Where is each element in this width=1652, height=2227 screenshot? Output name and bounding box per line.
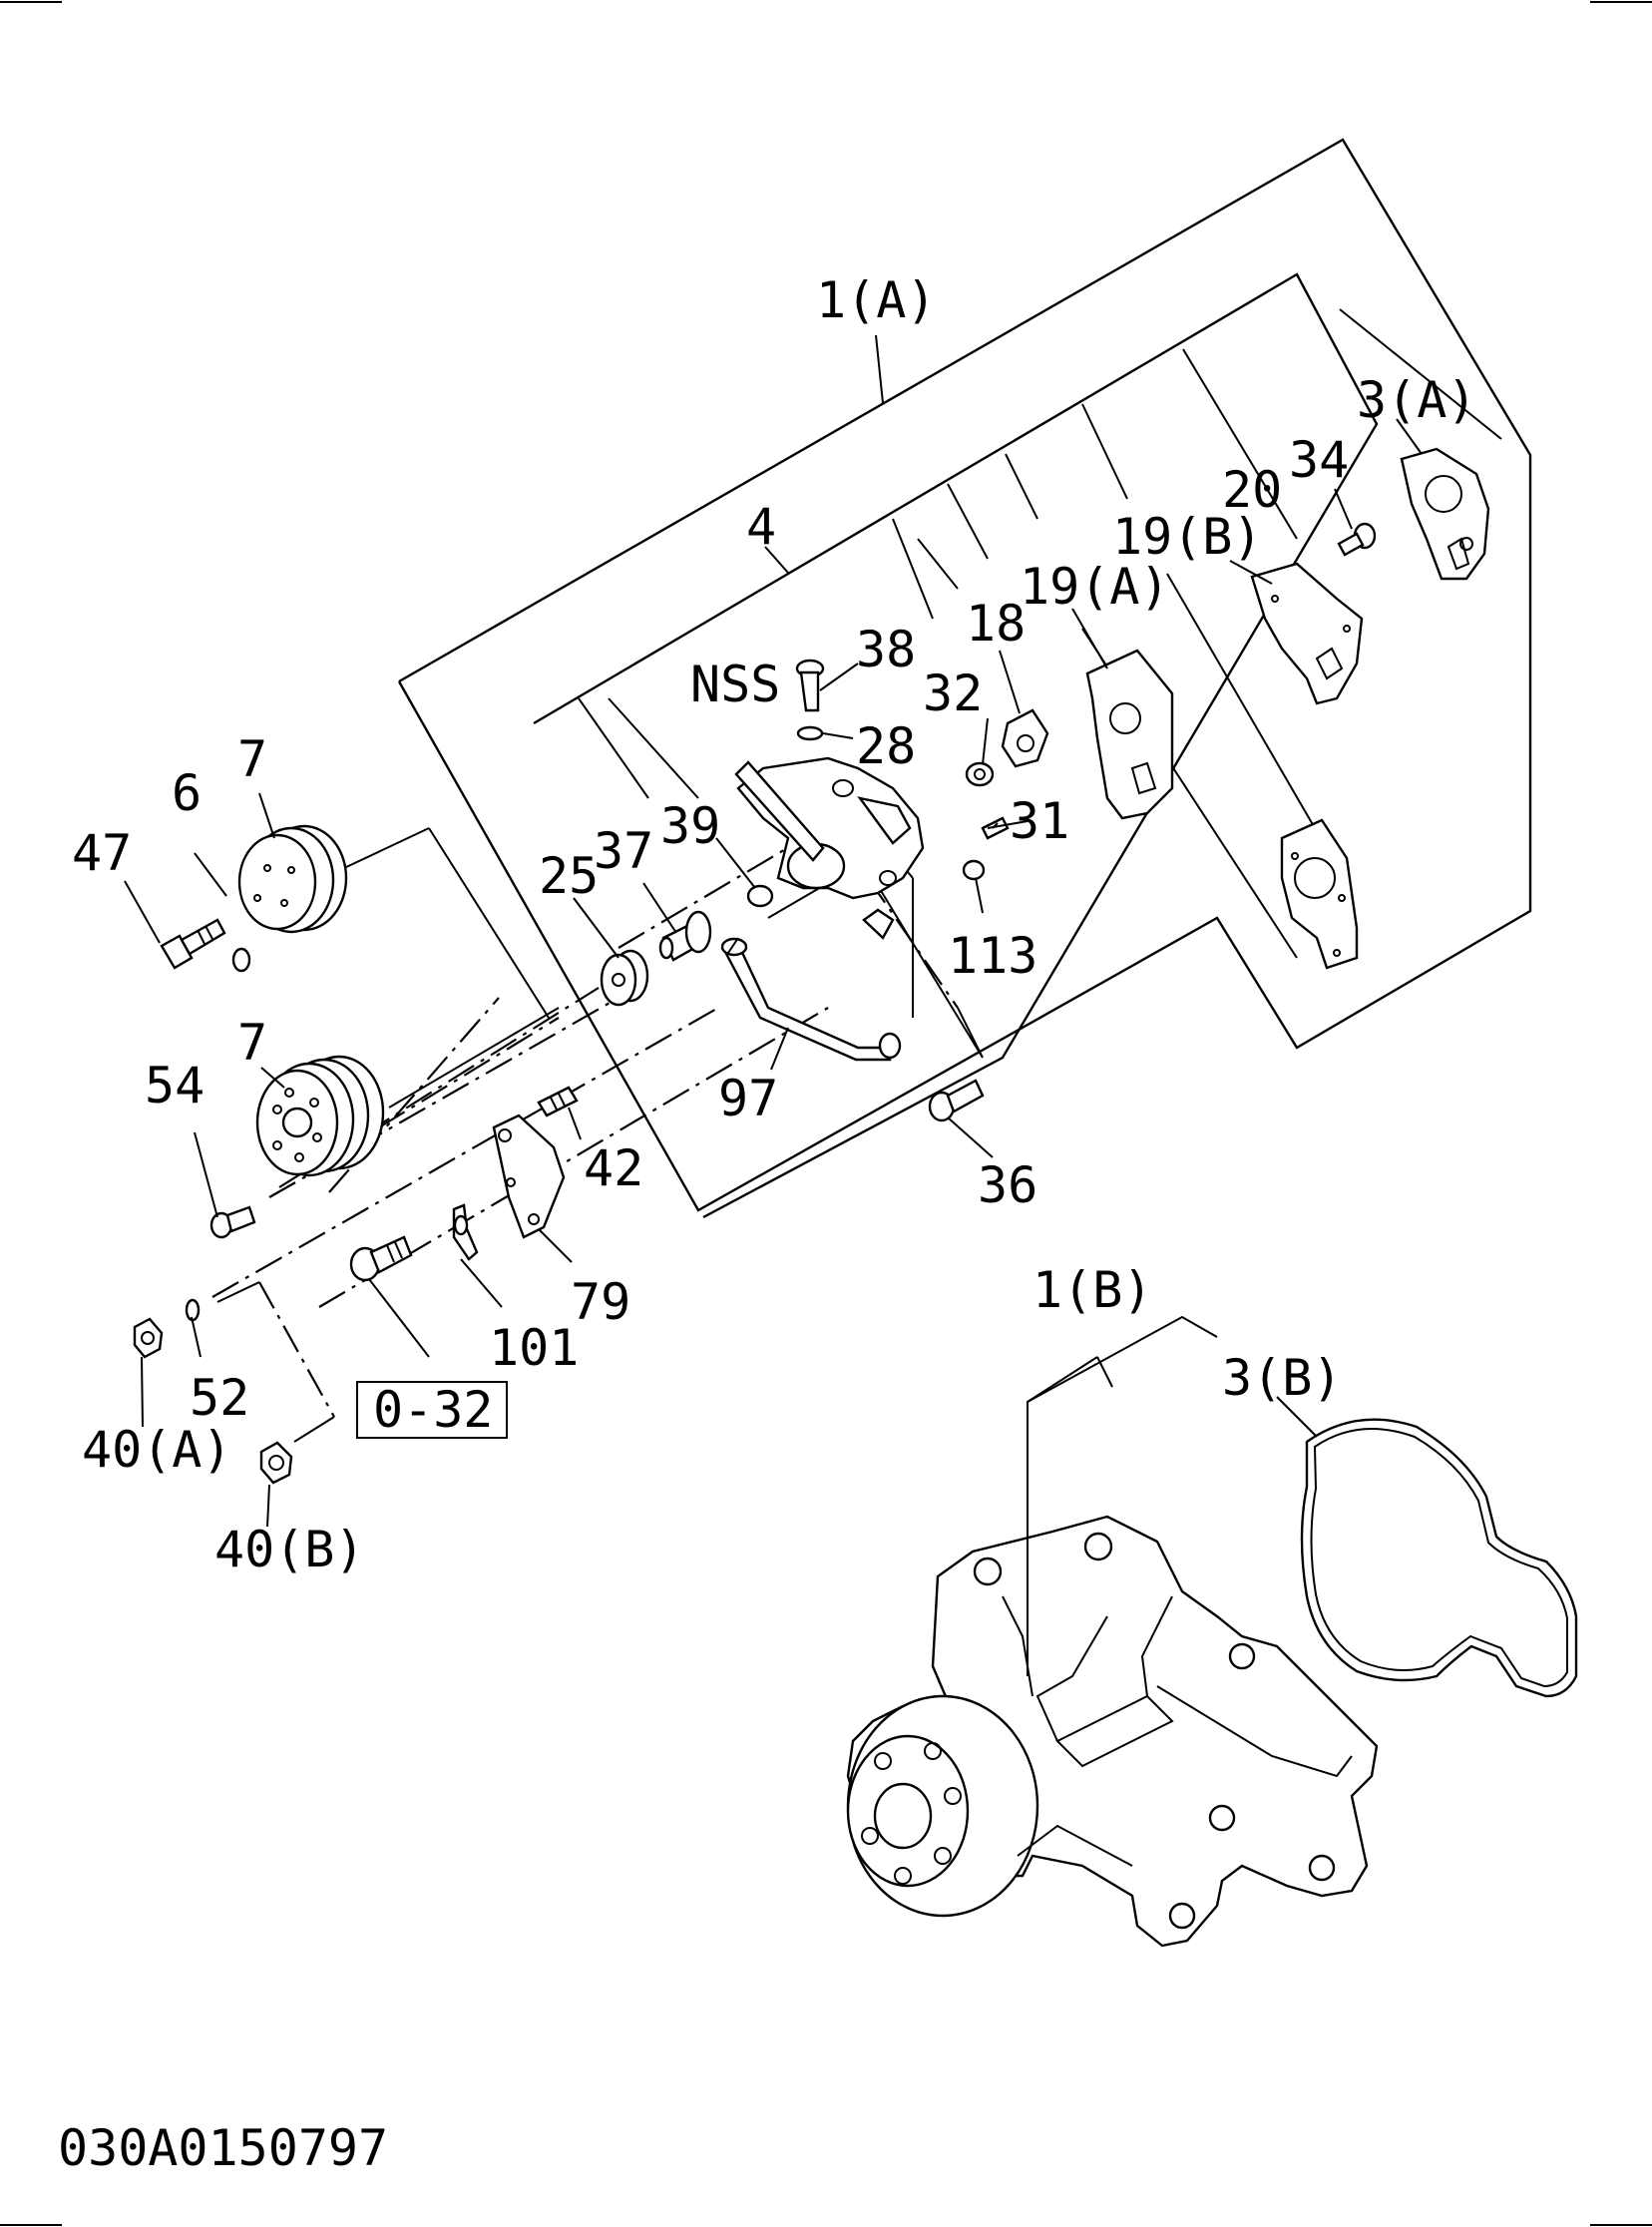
callout-101: 101 — [489, 1319, 579, 1377]
callout-52: 52 — [190, 1369, 249, 1427]
drawing-number: 030A0150797 — [58, 2119, 388, 2177]
seal-32 — [965, 761, 995, 787]
callout-6: 6 — [172, 764, 202, 822]
callout-3a: 3(A) — [1357, 371, 1476, 429]
stud-42 — [537, 1086, 579, 1117]
callout-79: 79 — [571, 1273, 630, 1331]
callout-leaders — [124, 418, 1423, 1528]
pin-31 — [981, 816, 1010, 840]
callout-7-lower: 7 — [237, 1014, 267, 1072]
plug-113 — [962, 859, 986, 881]
bracket-leaders — [578, 308, 1502, 959]
callout-1b: 1(B) — [1032, 1261, 1152, 1319]
bracket-79 — [492, 1114, 566, 1239]
reference-box — [356, 1381, 508, 1439]
oring-39 — [746, 884, 774, 908]
callout-7-upper: 7 — [237, 730, 267, 788]
callout-39: 39 — [660, 797, 720, 855]
callout-113: 113 — [948, 927, 1037, 985]
callout-1a: 1(A) — [816, 271, 936, 329]
seal-37 — [658, 910, 712, 962]
bolt-34 — [1337, 522, 1377, 557]
callout-31: 31 — [1010, 792, 1069, 850]
bolt-54 — [209, 1205, 256, 1239]
bolt-47 — [160, 918, 226, 970]
washer-28 — [796, 725, 824, 741]
gasket-3b — [1300, 1418, 1578, 1698]
callout-40a: 40(A) — [82, 1421, 232, 1479]
water-pump-body — [734, 756, 925, 900]
callout-38: 38 — [856, 621, 916, 678]
pulley-upper — [237, 824, 348, 934]
nut-40b — [259, 1441, 293, 1485]
bearing-25 — [600, 949, 649, 1007]
callout-34: 34 — [1289, 431, 1349, 489]
callout-36: 36 — [978, 1156, 1037, 1214]
callout-54: 54 — [145, 1057, 205, 1114]
callout-19a: 19(A) — [1020, 558, 1170, 616]
bolt-0-32 — [349, 1235, 413, 1282]
impeller-18 — [1001, 708, 1049, 768]
callout-47: 47 — [72, 824, 132, 882]
callout-20: 20 — [1222, 461, 1282, 519]
callout-28: 28 — [856, 717, 916, 775]
gasket-20 — [1250, 562, 1364, 705]
callout-40b: 40(B) — [214, 1521, 365, 1578]
assembly-bracket-4 — [533, 272, 1379, 1219]
pulley-lower — [255, 1055, 385, 1177]
callout-32: 32 — [923, 665, 983, 722]
gasket-3a — [1400, 447, 1490, 581]
assembly-bracket-1a — [397, 138, 1532, 1212]
callout-25: 25 — [539, 847, 599, 905]
reference-box-label: 0-32 — [373, 1381, 493, 1439]
callout-97: 97 — [718, 1070, 778, 1127]
clamp-101 — [452, 1203, 479, 1261]
nut-40a — [133, 1317, 164, 1359]
callout-4: 4 — [746, 498, 776, 556]
callout-nss: NSS — [690, 656, 780, 713]
callout-18: 18 — [966, 595, 1026, 653]
callout-42: 42 — [584, 1139, 643, 1197]
water-pump-assembly-1b — [846, 1515, 1379, 1948]
gasket-19b — [1280, 818, 1359, 970]
bolt-36 — [928, 1079, 985, 1122]
bolt-38 — [795, 659, 825, 712]
pipe-97 — [720, 908, 902, 1062]
callout-3b: 3(B) — [1222, 1349, 1342, 1407]
callout-labels: 1(A) 3(A) 34 20 19(B) 4 19(A) 18 38 NSS … — [58, 271, 1476, 2177]
gasket-19a — [1085, 649, 1174, 820]
callout-19b: 19(B) — [1112, 508, 1263, 566]
washer-6 — [231, 947, 251, 973]
callout-37: 37 — [594, 822, 653, 880]
